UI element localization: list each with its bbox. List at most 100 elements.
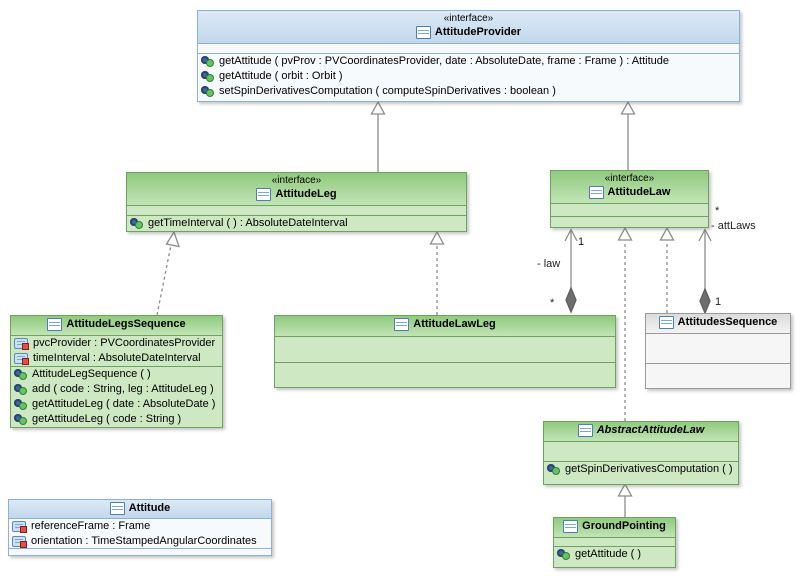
operations-compartment <box>646 363 790 388</box>
operation-text: getSpinDerivativesComputation ( ) <box>565 462 733 475</box>
operation-icon <box>547 463 561 475</box>
stereotype-label: «interface» <box>604 173 655 184</box>
class-header: GroundPointing <box>554 518 675 537</box>
edge-generalization-attitudelaw-attitudeprovider[interactable] <box>620 100 636 170</box>
class-box-attitudelegssequence[interactable]: AttitudeLegsSequence pvcProvider : PVCoo… <box>10 315 223 428</box>
interface-icon <box>415 25 431 39</box>
class-header: AttitudeLegsSequence <box>11 316 222 335</box>
class-header: «interface» AttitudeLaw <box>551 171 708 203</box>
class-name: AttitudeProvider <box>434 26 522 38</box>
edge-composition-attitudessequence-attitudelaw[interactable] <box>698 228 712 315</box>
operation-icon <box>201 70 215 82</box>
attribute-text: orientation : TimeStampedAngularCoordina… <box>31 535 257 548</box>
edge-generalization-attitudeleg-attitudeprovider[interactable] <box>370 100 386 172</box>
multiplicity-label-attlaws-target[interactable]: * <box>715 205 720 217</box>
class-box-attitude[interactable]: Attitude referenceFrame : Frame orientat… <box>8 499 272 556</box>
class-header: «interface» AttitudeLeg <box>127 173 466 205</box>
attributes-compartment <box>646 333 790 363</box>
operation-row[interactable]: add ( code : String, leg : AttitudeLeg ) <box>11 382 222 397</box>
multiplicity-label-law-source[interactable]: * <box>550 297 555 309</box>
attribute-icon <box>14 352 29 365</box>
operation-text: getAttitude ( pvProv : PVCoordinatesProv… <box>219 54 670 67</box>
operation-icon <box>14 413 28 425</box>
attribute-icon <box>12 536 27 549</box>
operation-row[interactable]: getAttitude ( orbit : Orbit ) <box>198 69 739 84</box>
edge-generalization-groundpointing-abstractattitudelaw[interactable] <box>617 482 633 517</box>
class-name: AbstractAttitudeLaw <box>596 424 705 436</box>
class-name: AttitudeLaw <box>607 186 671 198</box>
stereotype-label: «interface» <box>271 175 322 186</box>
operation-row[interactable]: getAttitudeLeg ( code : String ) <box>11 412 222 427</box>
operation-row[interactable]: getTimeInterval ( ) : AbsoluteDateInterv… <box>127 216 466 231</box>
edge-realization-attitudelegssequence-attitudeleg[interactable] <box>156 230 180 316</box>
class-box-attitudelawleg[interactable]: AttitudeLawLeg <box>274 315 616 388</box>
operation-text: getAttitude ( ) <box>575 547 642 560</box>
operations-compartment: getSpinDerivativesComputation ( ) <box>544 460 738 485</box>
edge-realization-attitudessequence-attitudelaw[interactable] <box>659 226 675 313</box>
attribute-text: pvcProvider : PVCoordinatesProvider <box>33 336 216 349</box>
operation-row[interactable]: setSpinDerivativesComputation ( computeS… <box>198 84 739 99</box>
attribute-row[interactable]: orientation : TimeStampedAngularCoordina… <box>9 534 271 549</box>
attributes-compartment: pvcProvider : PVCoordinatesProvider time… <box>11 334 222 366</box>
operation-text: getTimeInterval ( ) : AbsoluteDateInterv… <box>148 216 348 229</box>
operation-icon <box>557 548 571 560</box>
operation-text: setSpinDerivativesComputation ( computeS… <box>219 84 556 97</box>
attributes-compartment <box>551 202 708 216</box>
interface-icon <box>588 185 604 199</box>
class-header: AbstractAttitudeLaw <box>544 422 738 441</box>
operation-row[interactable]: AttitudeLegSequence ( ) <box>11 367 222 382</box>
operation-row[interactable]: getAttitude ( pvProv : PVCoordinatesProv… <box>198 54 739 69</box>
class-header: Attitude <box>9 500 271 519</box>
attribute-icon <box>12 521 27 534</box>
operation-row[interactable]: getSpinDerivativesComputation ( ) <box>544 462 738 477</box>
class-box-abstractattitudelaw[interactable]: AbstractAttitudeLaw getSpinDerivativesCo… <box>543 421 739 485</box>
attributes-compartment <box>275 336 615 362</box>
class-box-attitudeleg[interactable]: «interface» AttitudeLeg getTimeInterval … <box>126 172 467 232</box>
operation-icon <box>201 55 215 67</box>
operation-icon <box>14 398 28 410</box>
attribute-icon <box>14 337 29 350</box>
operations-compartment <box>9 548 271 555</box>
operation-text: getAttitudeLeg ( date : AbsoluteDate ) <box>32 397 216 410</box>
attribute-row[interactable]: timeInterval : AbsoluteDateInterval <box>11 351 222 366</box>
attribute-row[interactable]: referenceFrame : Frame <box>9 519 271 534</box>
multiplicity-label-attlaws-source[interactable]: 1 <box>715 296 722 308</box>
attributes-compartment <box>127 204 466 215</box>
attributes-compartment: referenceFrame : Frame orientation : Tim… <box>9 518 271 549</box>
role-label-law[interactable]: - law <box>537 258 561 270</box>
interface-icon <box>256 187 272 201</box>
multiplicity-label-law-target[interactable]: 1 <box>578 236 585 248</box>
operation-text: add ( code : String, leg : AttitudeLeg ) <box>32 382 214 395</box>
class-icon <box>394 317 410 331</box>
class-name: GroundPointing <box>582 520 666 532</box>
class-box-attitudessequence[interactable]: AttitudesSequence <box>645 313 791 389</box>
operation-row[interactable]: getAttitudeLeg ( date : AbsoluteDate ) <box>11 397 222 412</box>
attribute-text: timeInterval : AbsoluteDateInterval <box>33 351 201 364</box>
attribute-row[interactable]: pvcProvider : PVCoordinatesProvider <box>11 336 222 351</box>
class-icon <box>658 315 674 329</box>
class-icon <box>109 501 125 515</box>
edge-composition-attitudelawleg-attitudelaw[interactable] <box>564 228 578 314</box>
class-name: AttitudesSequence <box>677 316 778 328</box>
edge-realization-attitudelawleg-attitudeleg[interactable] <box>429 230 445 315</box>
class-name: AttitudeLawLeg <box>413 318 496 330</box>
operations-compartment: getAttitude ( ) <box>554 545 675 568</box>
class-header: AttitudeLawLeg <box>275 316 615 336</box>
operation-row[interactable]: getAttitude ( ) <box>554 547 675 562</box>
attribute-text: referenceFrame : Frame <box>31 520 151 533</box>
operation-icon <box>14 368 28 380</box>
operations-compartment: getAttitude ( pvProv : PVCoordinatesProv… <box>198 52 739 102</box>
class-box-groundpointing[interactable]: GroundPointing getAttitude ( ) <box>553 517 676 568</box>
class-name: AttitudeLeg <box>275 188 337 200</box>
operation-icon <box>14 383 28 395</box>
edge-realization-abstractattitudelaw-attitudelaw[interactable] <box>617 226 633 421</box>
class-box-attitudeprovider[interactable]: «interface» AttitudeProvider getAttitude… <box>197 10 740 102</box>
class-icon <box>577 423 593 437</box>
class-icon <box>563 519 579 533</box>
operations-compartment: getTimeInterval ( ) : AbsoluteDateInterv… <box>127 214 466 232</box>
role-label-attlaws[interactable]: - attLaws <box>711 220 756 232</box>
class-name: Attitude <box>128 502 171 514</box>
class-box-attitudelaw[interactable]: «interface» AttitudeLaw <box>550 170 709 228</box>
